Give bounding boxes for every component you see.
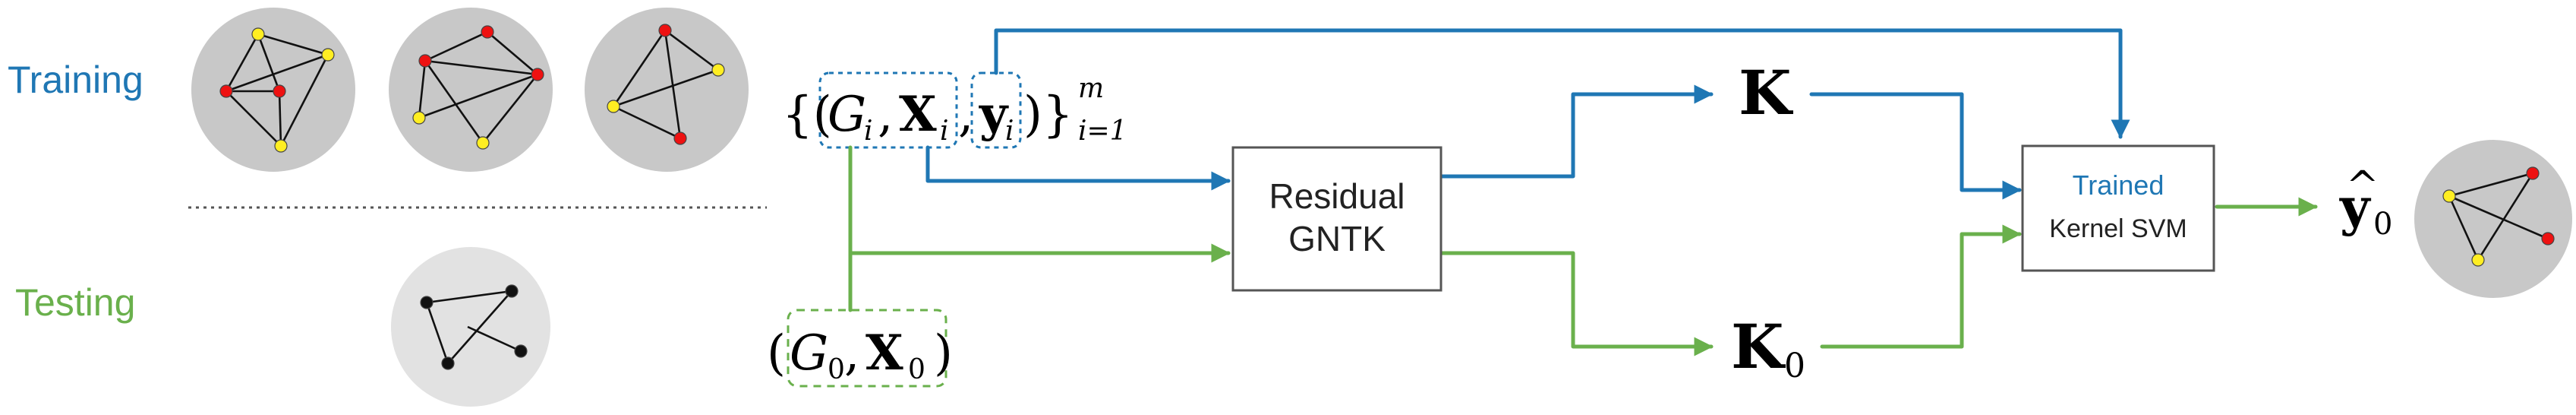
train-g-sub: i <box>864 116 873 147</box>
train-x-sub: i <box>940 116 949 147</box>
gntk-line2: GNTK <box>1288 219 1386 258</box>
svg-text:y: y <box>2339 177 2372 238</box>
train-open-brace: {( <box>782 87 832 143</box>
edge-gntk-to-k0 <box>1439 251 1714 356</box>
test-x-sub: 0 <box>908 354 925 385</box>
edge-gntk-to-k <box>1439 84 1714 179</box>
kernel-svm-box: Trained Kernel SVM <box>2021 144 2215 272</box>
train-g: G <box>828 87 866 143</box>
svg-text:K: K <box>1731 311 1786 382</box>
test-close-paren: ) <box>934 325 953 382</box>
test-g-sub: 0 <box>828 354 845 385</box>
training-graph-3 <box>585 8 749 172</box>
edge-test-to-gntk <box>848 145 1228 312</box>
testing-label: Testing <box>15 281 135 324</box>
train-y: y <box>979 86 1009 143</box>
training-graph-1 <box>191 8 355 172</box>
test-dashed-box <box>787 309 947 388</box>
output-graph <box>2414 140 2572 298</box>
svm-line1: Trained <box>2073 169 2165 201</box>
test-x: X <box>865 325 903 382</box>
train-close-brace: )} <box>1023 87 1074 143</box>
training-label: Training <box>8 59 143 101</box>
svm-line2: Kernel SVM <box>2049 214 2187 243</box>
kernel-k: K <box>1739 57 1793 128</box>
train-superscript: m <box>1078 73 1104 104</box>
train-sep2: , <box>958 87 973 143</box>
test-open-paren: ( <box>767 325 786 382</box>
train-subscript: i=1 <box>1078 116 1127 147</box>
testing-graph <box>391 247 550 407</box>
svg-text:0: 0 <box>2373 207 2392 242</box>
edge-train-to-gntk <box>925 145 1231 191</box>
label-dashed-box <box>970 71 1022 149</box>
train-x: X <box>899 86 937 143</box>
training-graph-2 <box>389 8 553 172</box>
kernel-k0: K 0 <box>1731 311 1805 385</box>
prediction-y0: ^ y 0 <box>2339 163 2392 242</box>
svg-text:^: ^ <box>2346 163 2379 209</box>
train-sep1: , <box>878 87 893 143</box>
edge-labels-to-svm <box>994 28 2130 139</box>
svg-text:0: 0 <box>1784 347 1805 385</box>
train-y-sub: i <box>1005 116 1014 147</box>
gntk-line1: Residual <box>1269 176 1405 216</box>
test-sep: , <box>844 325 859 382</box>
testing-set-expression: ( G 0 , X 0 ) <box>767 309 953 388</box>
edge-k0-to-svm <box>1820 224 2022 349</box>
edge-k-to-svm <box>1809 92 2022 200</box>
graph-feature-dashed-box <box>818 71 958 149</box>
training-set-expression: {( G i , X i , y i )} m i=1 <box>782 71 1127 149</box>
test-g: G <box>790 325 828 382</box>
residual-gntk-box: Residual GNTK <box>1231 146 1442 292</box>
